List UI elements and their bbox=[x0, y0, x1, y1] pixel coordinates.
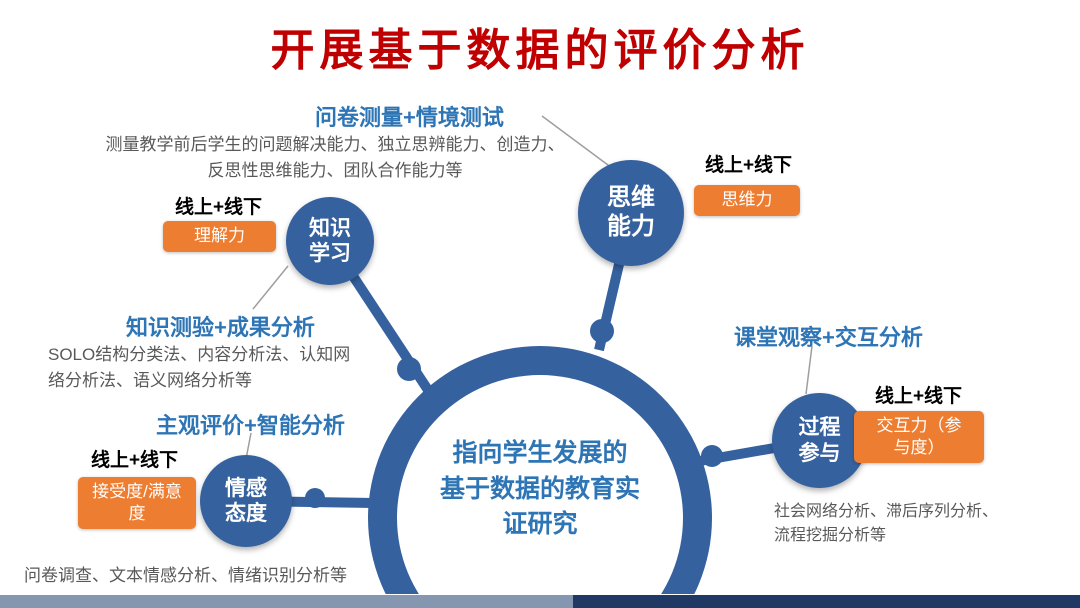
circle-thinking-ability: 思维能力 bbox=[578, 160, 684, 266]
callout-line-knowledge-test bbox=[252, 265, 289, 310]
center-statement-line1: 指向学生发展的 bbox=[452, 439, 628, 467]
method-questionnaire-heading: 问卷测量+情境测试 bbox=[315, 105, 504, 130]
circle-knowledge-learning: 知识学习 bbox=[286, 197, 374, 285]
callout-line-classroom-observation bbox=[805, 345, 813, 395]
center-statement-line2: 基于数据的教育实 bbox=[439, 474, 640, 503]
method-subjective-eval-heading: 主观评价+智能分析 bbox=[156, 413, 345, 438]
badge-acceptance-satisfaction: 接受度/满意度 bbox=[78, 477, 196, 529]
badge-interaction: 交互力（参与度） bbox=[854, 411, 984, 463]
method-classroom-observation-heading: 课堂观察+交互分析 bbox=[734, 325, 923, 350]
connector-node-thinking bbox=[590, 319, 614, 343]
center-statement-line3: 证研究 bbox=[502, 510, 578, 538]
badge-understanding-label: 理解力 bbox=[194, 226, 245, 246]
badge-understanding: 理解力 bbox=[163, 221, 276, 252]
channel-label-knowledge: 线上+线下 bbox=[174, 197, 263, 218]
circle-emotional-attitude-label: 情感态度 bbox=[224, 476, 267, 525]
circle-thinking-ability-label: 思维能力 bbox=[607, 184, 655, 240]
badge-thinking-power-label: 思维力 bbox=[721, 190, 773, 210]
method-questionnaire-desc: 测量教学前后学生的问题解决能力、独立思辨能力、创造力、反思性思维能力、团队合作能… bbox=[105, 135, 565, 180]
callout-line-subjective-eval bbox=[245, 432, 252, 460]
bottom-bar-left-segment bbox=[0, 595, 573, 608]
badge-thinking-power: 思维力 bbox=[694, 185, 800, 216]
circle-process-participation-label: 过程参与 bbox=[798, 416, 841, 465]
method-process-desc: 社会网络分析、滞后序列分析、流程挖掘分析等 bbox=[774, 503, 999, 544]
connector-node-emotion bbox=[305, 488, 325, 508]
badge-acceptance-satisfaction-label: 接受度/满意度 bbox=[92, 481, 182, 523]
circle-knowledge-learning-label: 知识学习 bbox=[308, 216, 351, 265]
center-statement: 指向学生发展的 基于数据的教育实 证研究 bbox=[385, 436, 695, 543]
callout-line-questionnaire bbox=[541, 115, 613, 169]
center-dome-inner bbox=[397, 375, 683, 594]
method-knowledge-test-heading: 知识测验+成果分析 bbox=[126, 315, 315, 340]
channel-label-process: 线上+线下 bbox=[874, 386, 963, 407]
bottom-bar-right-segment bbox=[573, 595, 1080, 608]
connector-node-process bbox=[701, 445, 723, 467]
circle-emotional-attitude: 情感态度 bbox=[200, 455, 292, 547]
circle-process-participation: 过程参与 bbox=[772, 393, 867, 488]
page-title: 开展基于数据的评价分析 bbox=[270, 26, 810, 75]
channel-label-thinking: 线上+线下 bbox=[704, 155, 793, 176]
connector-node-knowledge bbox=[397, 357, 421, 381]
method-emotion-desc: 问卷调查、文本情感分析、情绪识别分析等 bbox=[24, 566, 347, 585]
method-knowledge-test-desc: SOLO结构分类法、内容分析法、认知网络分析法、语义网络分析等 bbox=[48, 345, 351, 390]
badge-interaction-label: 交互力（参与度） bbox=[876, 415, 962, 457]
channel-label-emotion: 线上+线下 bbox=[90, 450, 179, 471]
